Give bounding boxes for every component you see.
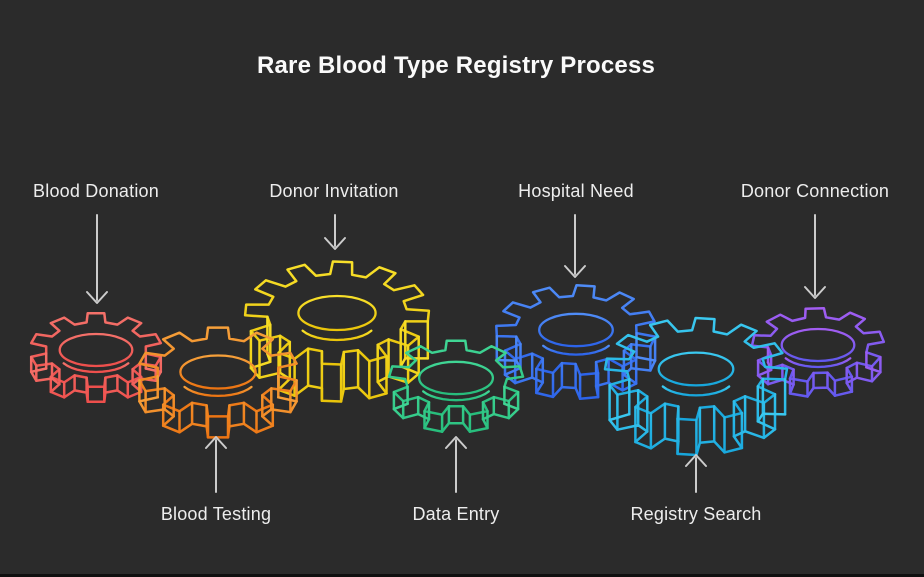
arrow-hospital-need <box>564 214 586 278</box>
gear-registry-search <box>603 316 789 457</box>
gear-bottom-outline <box>392 402 520 433</box>
gear-hole <box>538 312 614 348</box>
gear-hole-depth-arc <box>62 362 130 374</box>
label-hospital-need: Hospital Need <box>518 181 634 201</box>
gear-top-face <box>138 326 298 418</box>
gear-hole <box>297 294 377 332</box>
gear-hole <box>657 351 735 387</box>
gear-donor-invitation <box>243 260 431 403</box>
gear-hole <box>58 332 134 368</box>
gear-hole-depth-arc <box>542 344 610 356</box>
gear-side-edges <box>608 377 787 457</box>
arrow-donor-connection <box>804 214 826 299</box>
gear-hole <box>417 360 495 396</box>
arrow-blood-testing <box>205 436 227 493</box>
arrowhead-up <box>205 436 227 449</box>
gear-bottom-outline <box>138 396 298 439</box>
bottom-edge <box>0 574 924 577</box>
gear-hole-depth-arc <box>784 357 852 369</box>
arrowhead-up <box>685 454 707 467</box>
gear-side-edges <box>138 375 298 439</box>
label-donor-invitation: Donor Invitation <box>269 181 399 201</box>
label-data-entry: Data Entry <box>412 504 500 524</box>
gear-side-edges <box>249 315 430 403</box>
gear-hospital-need <box>495 283 657 400</box>
gear-hole-depth-arc <box>183 385 253 398</box>
label-registry-search: Registry Search <box>630 504 762 524</box>
gear-data-entry <box>387 339 525 433</box>
gear-blood-testing <box>138 326 298 439</box>
arrow-data-entry <box>445 436 467 493</box>
gear-hole <box>179 354 257 390</box>
arrowhead-down <box>324 237 346 250</box>
gear-hole-depth-arc <box>422 390 490 402</box>
gear-side-edges <box>29 352 163 403</box>
arrow-donor-invitation <box>324 214 346 250</box>
label-donor-connection: Donor Connection <box>740 181 890 201</box>
gear-blood-donation <box>29 312 163 403</box>
gear-hole <box>780 327 856 363</box>
gear-side-edges <box>756 346 882 398</box>
gear-bottom-outline <box>756 361 882 398</box>
arrowhead-down <box>564 265 586 278</box>
arrow-blood-donation <box>86 214 108 304</box>
page-title: Rare Blood Type Registry Process <box>256 52 656 79</box>
gear-hole-depth-arc <box>301 329 373 342</box>
arrowhead-up <box>445 436 467 449</box>
gear-donor-connection <box>750 306 886 398</box>
arrowhead-down <box>86 291 108 304</box>
gear-hole-depth-arc <box>661 385 731 397</box>
gear-side-edges <box>392 385 520 433</box>
gear-bottom-outline <box>608 412 787 457</box>
arrow-registry-search <box>685 454 707 493</box>
arrowhead-down <box>804 286 826 299</box>
label-blood-testing: Blood Testing <box>160 504 272 524</box>
label-blood-donation: Blood Donation <box>33 181 159 201</box>
